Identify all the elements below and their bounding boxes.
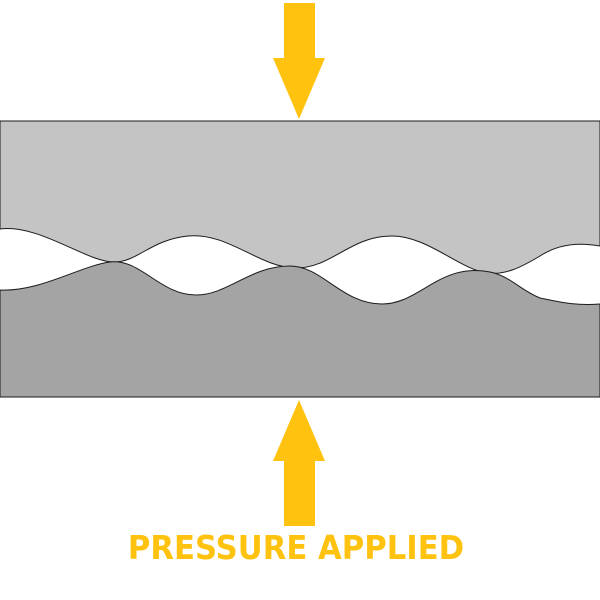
lower-block xyxy=(0,261,600,398)
upper-block xyxy=(0,120,600,274)
down-arrow-icon xyxy=(273,3,325,119)
pressure-applied-caption: PRESSURE APPLIED xyxy=(127,528,465,567)
up-arrow-icon xyxy=(273,400,325,526)
